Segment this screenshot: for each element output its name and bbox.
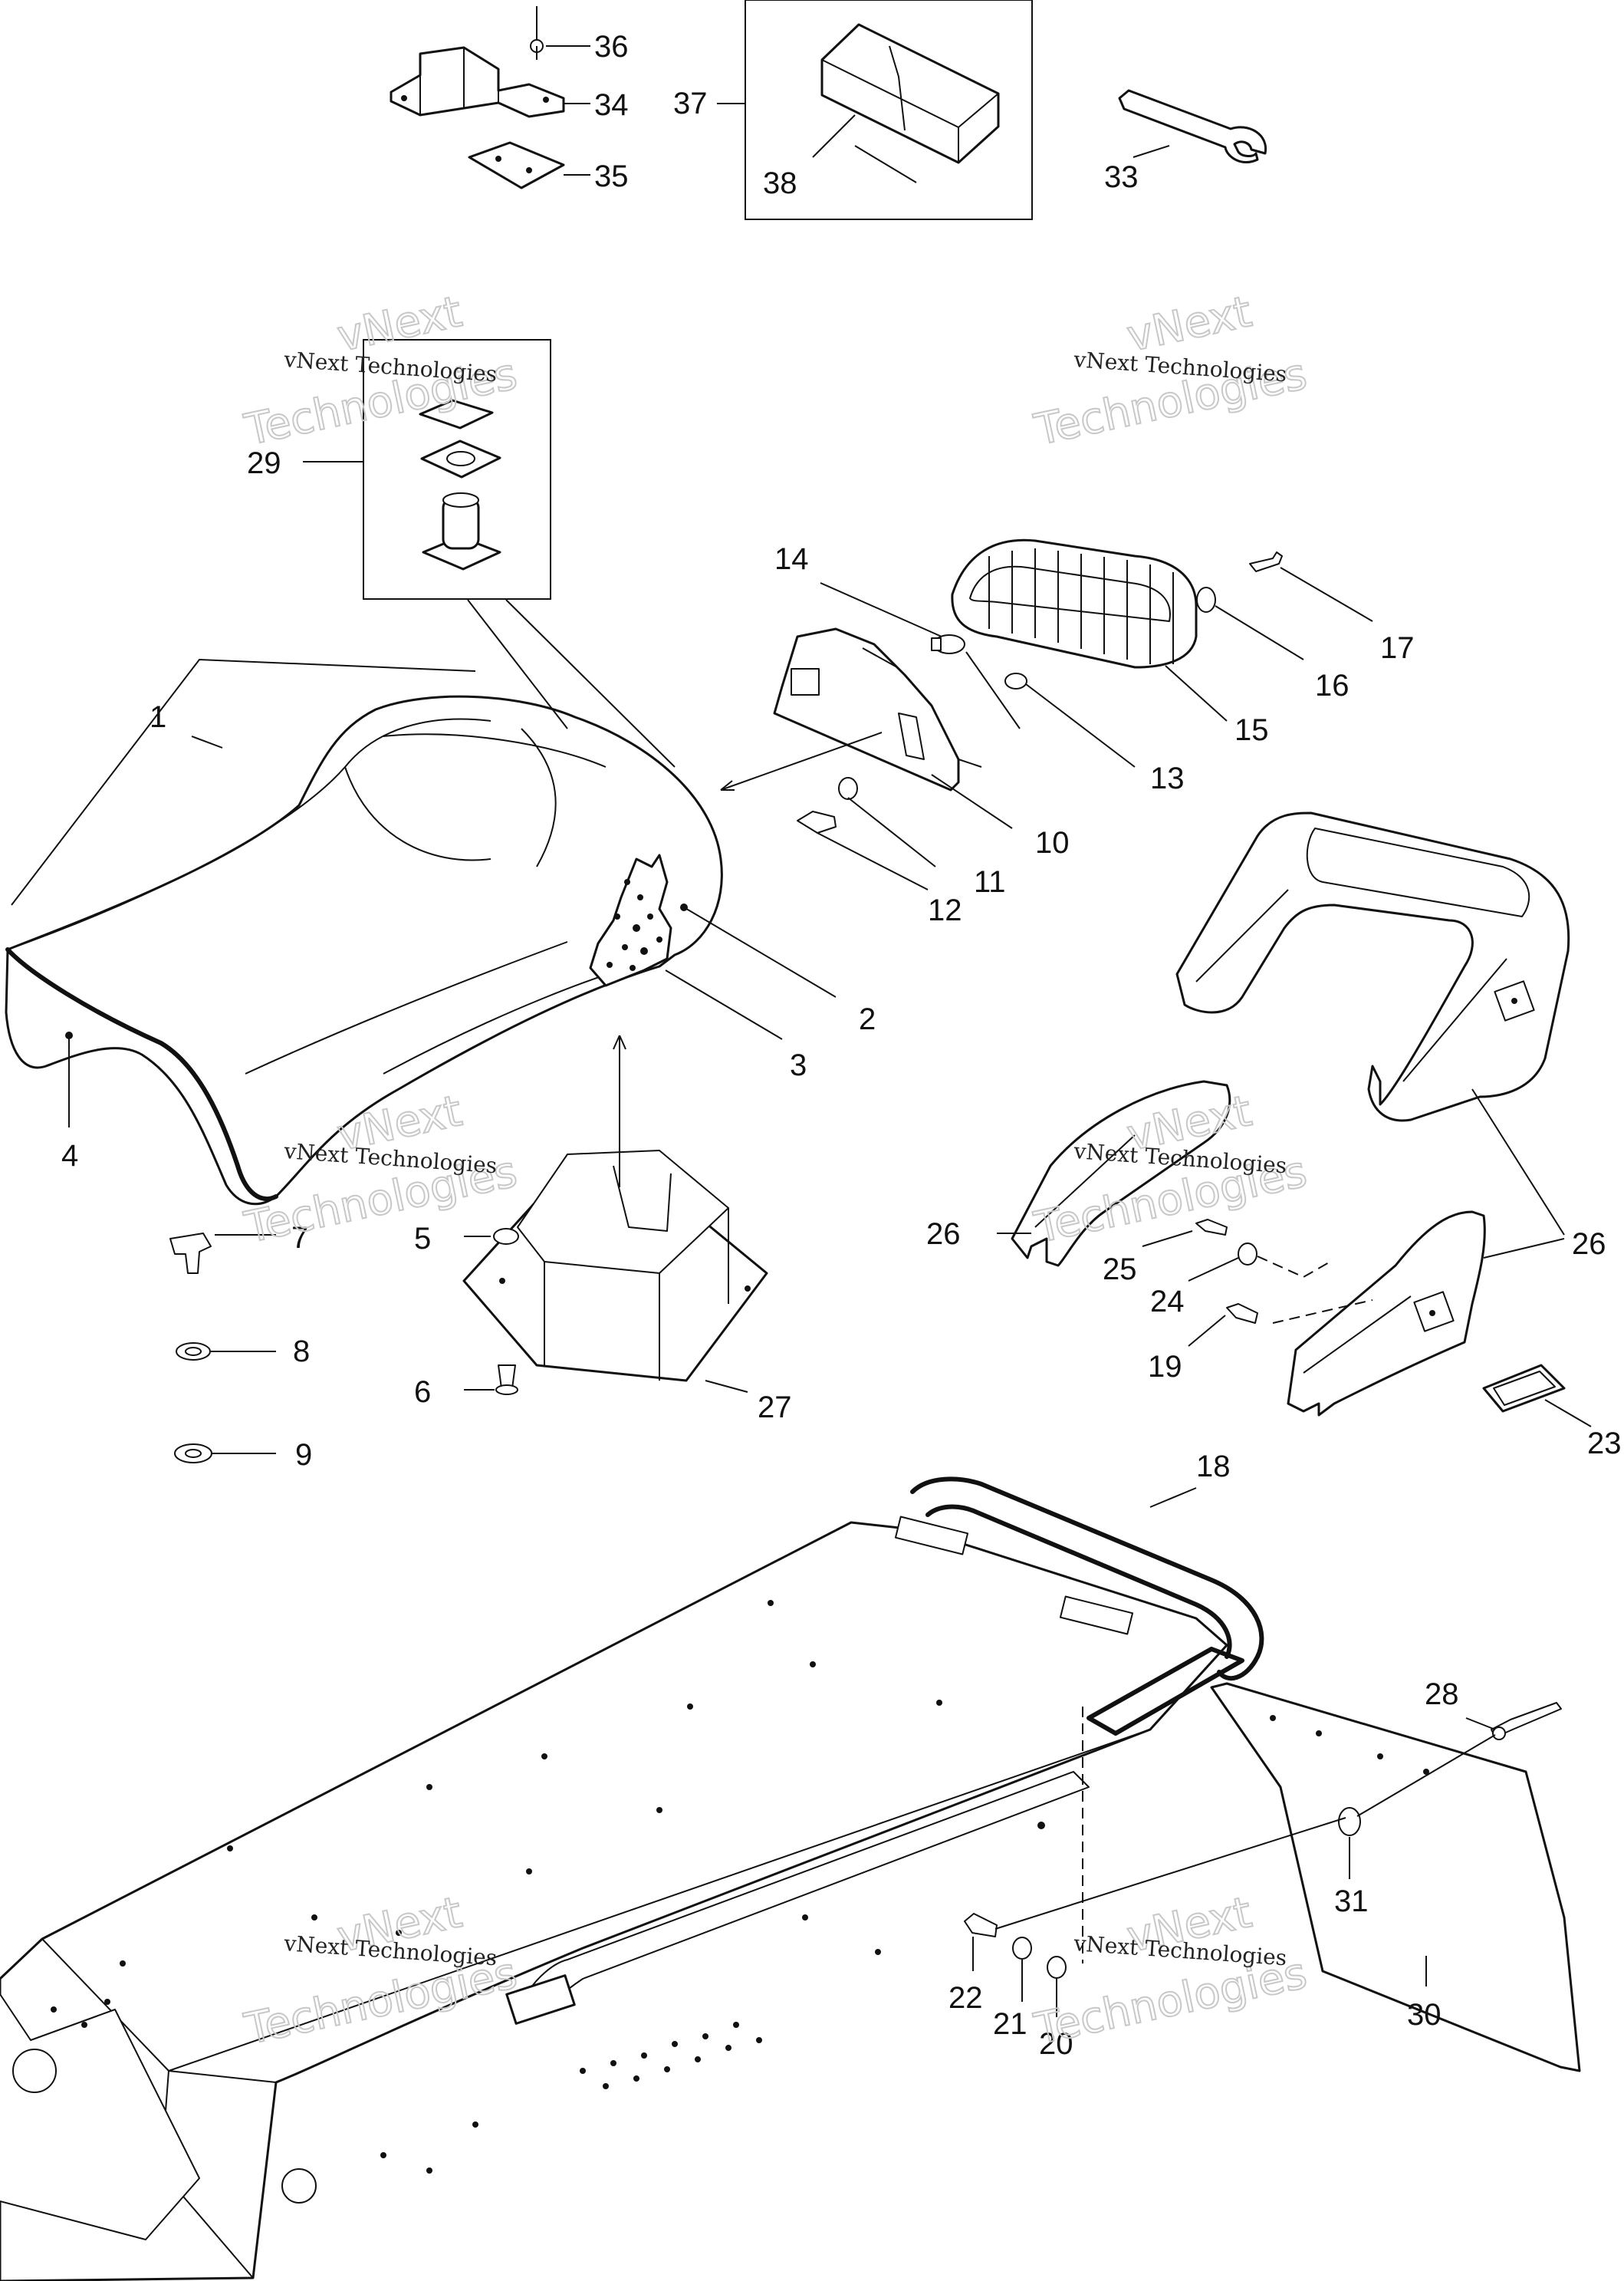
callout-9: 9 — [295, 1438, 312, 1472]
callout-18: 18 — [1196, 1450, 1231, 1483]
part-6-screw — [495, 1364, 518, 1395]
callout-11: 11 — [974, 865, 1006, 899]
callout-34: 34 — [594, 88, 629, 122]
callout-3: 3 — [790, 1048, 807, 1082]
part-9-nut — [174, 1443, 212, 1463]
svg-text:vNext: vNext — [333, 287, 466, 362]
part-34-bracket — [390, 46, 565, 118]
callout-10: 10 — [1035, 826, 1070, 860]
part-14-bulb — [931, 634, 965, 654]
watermark-bottom-right: vNext Technologies vNext Technologies — [1029, 1887, 1311, 2056]
callout-6: 6 — [414, 1375, 431, 1409]
part-29-box — [363, 339, 551, 600]
part-37-box — [745, 0, 1033, 220]
watermark-top-left: vNext Technologies vNext Technologies — [239, 286, 521, 456]
callout-1: 1 — [150, 700, 166, 734]
part-21-washer — [1012, 1937, 1032, 1960]
part-38-pad — [820, 23, 1000, 164]
callout-35: 35 — [594, 160, 629, 193]
callout-22: 22 — [948, 1981, 983, 2015]
callout-24: 24 — [1150, 1285, 1185, 1318]
callout-26-left: 26 — [926, 1217, 961, 1251]
callout-15: 15 — [1234, 713, 1269, 747]
callout-2: 2 — [859, 1002, 876, 1036]
part-13-grommet — [1004, 673, 1027, 690]
part-8-lockwasher — [176, 1342, 211, 1361]
svg-text:vNext: vNext — [1123, 287, 1256, 362]
part-20-washer — [1047, 1956, 1067, 1979]
callout-33: 33 — [1104, 160, 1139, 194]
part-1-seat — [5, 695, 723, 1206]
part-3-foam — [589, 854, 672, 987]
callout-14: 14 — [774, 542, 809, 576]
callout-7: 7 — [291, 1221, 308, 1255]
part-25-screw — [1195, 1219, 1228, 1236]
callout-38: 38 — [763, 166, 797, 200]
part-16-washer — [1196, 587, 1216, 613]
part-36-pin — [530, 6, 544, 60]
part-11-washer — [838, 777, 858, 800]
part-31-washer — [1338, 1807, 1361, 1836]
callout-29: 29 — [247, 446, 281, 480]
part-7-bolt — [169, 1233, 212, 1274]
callout-13: 13 — [1150, 762, 1185, 795]
part-15-lens — [951, 538, 1198, 669]
callout-30: 30 — [1407, 1998, 1442, 2032]
part-26-upper-handle — [1175, 811, 1570, 1122]
part-35-plate — [468, 141, 565, 189]
part-17-screw — [1249, 551, 1283, 572]
part-22-bolt — [964, 1913, 998, 1937]
part-24-washer — [1238, 1243, 1257, 1266]
callout-36: 36 — [594, 30, 629, 64]
watermark-top-right: vNext Technologies vNext Technologies — [1029, 286, 1311, 456]
callout-26-right: 26 — [1572, 1227, 1606, 1261]
leader-lines — [11, 45, 1592, 2017]
callout-27: 27 — [758, 1391, 792, 1424]
part-12-bolt — [797, 811, 837, 834]
callout-16: 16 — [1315, 669, 1349, 703]
callout-23: 23 — [1587, 1427, 1622, 1460]
callout-4: 4 — [61, 1139, 78, 1173]
callout-31: 31 — [1334, 1884, 1369, 1918]
part-23-vent — [1482, 1364, 1566, 1413]
part-18-rear-bumper — [910, 1476, 1264, 1736]
callout-19: 19 — [1148, 1350, 1182, 1384]
callout-12: 12 — [928, 894, 962, 927]
callout-17: 17 — [1380, 631, 1415, 665]
callout-5: 5 — [414, 1222, 431, 1256]
part-29-latch-parts — [419, 399, 501, 571]
callout-21: 21 — [993, 2007, 1027, 2041]
part-28-rivet — [1491, 1702, 1562, 1740]
callout-25: 25 — [1103, 1252, 1137, 1286]
callout-37: 37 — [673, 87, 708, 120]
callout-labels: 1 2 3 4 5 6 7 8 9 10 11 12 13 14 15 16 1… — [61, 30, 1622, 2061]
tunnel-chassis — [0, 1516, 1228, 2281]
part-26-right-cover — [1287, 1210, 1486, 1417]
part-33-wrench — [1118, 89, 1267, 164]
part-10-light-base — [773, 627, 982, 792]
part-27-storage-box — [462, 1150, 768, 1382]
part-30-snow-flap — [1210, 1682, 1581, 2072]
part-5-washer — [493, 1228, 519, 1245]
callout-20: 20 — [1039, 2027, 1073, 2061]
callout-8: 8 — [293, 1335, 310, 1368]
part-19-bolt — [1226, 1303, 1258, 1324]
callout-28: 28 — [1425, 1677, 1459, 1711]
part-26-left-cover — [1011, 1080, 1231, 1267]
